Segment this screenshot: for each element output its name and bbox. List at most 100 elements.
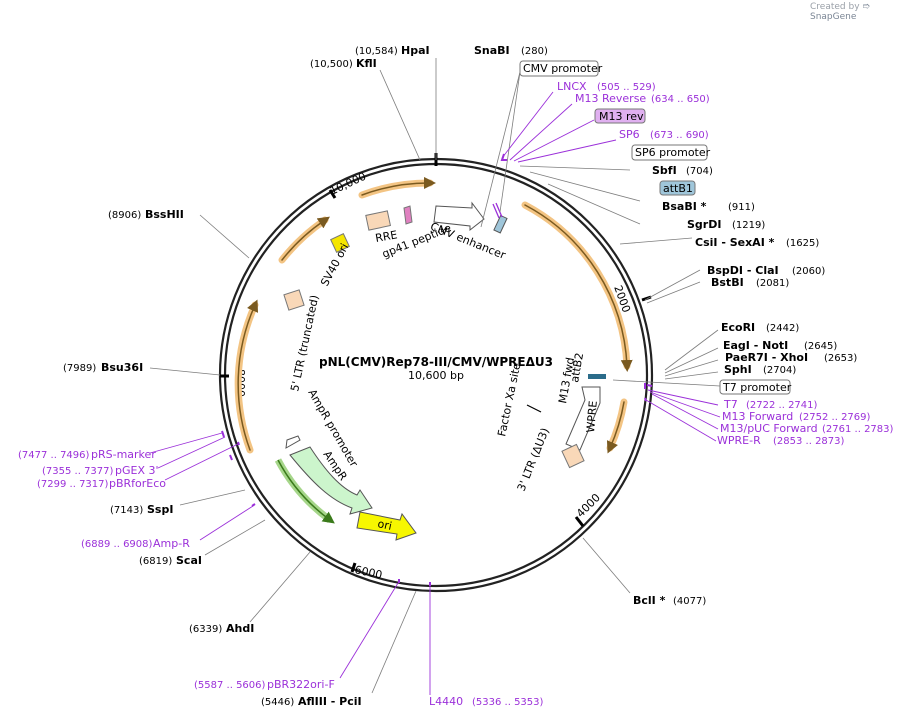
kfli-pos: (10,500) <box>310 59 353 70</box>
amp-r-name: Amp-R <box>153 537 190 550</box>
m13-reverse-name: M13 Reverse <box>575 92 646 105</box>
m13-rev-box <box>594 108 646 124</box>
attb1-box <box>659 180 696 196</box>
pbrforeco-pos: (7299 .. 7317) <box>37 479 109 490</box>
m13-puc-forward-name: M13/pUC Forward <box>720 422 818 435</box>
bstbi-pos: (2081) <box>756 278 789 289</box>
sp6-name: SP6 <box>619 128 640 141</box>
l4440-name: L4440 <box>429 695 463 708</box>
ahdi-pos: (6339) <box>189 624 222 635</box>
tick-6000: 6000 <box>353 563 383 582</box>
ecori-pos: (2442) <box>766 323 799 334</box>
sgrdi-pos: (1219) <box>732 220 765 231</box>
label-rre: RRE <box>374 228 398 245</box>
lncx-pos: (505 .. 529) <box>597 82 656 93</box>
snabi-pos: (280) <box>521 46 548 57</box>
wpre-r-pos: (2853 .. 2873) <box>773 436 845 447</box>
attb1-mark <box>493 214 508 234</box>
csii-pos: (1625) <box>786 238 819 249</box>
plasmid-size: 10,600 bp <box>408 369 464 382</box>
ltr5-box <box>283 289 305 311</box>
paer7i-pos: (2653) <box>824 353 857 364</box>
csii-name: CsiI - SexAI * <box>695 236 775 249</box>
mcs-marks <box>492 202 503 219</box>
ahdi-name: AhdI <box>226 622 254 635</box>
sp6-promoter-box <box>631 144 708 161</box>
label-factor-xa: Factor Xa site <box>495 362 523 438</box>
pgex3-name: pGEX 3' <box>115 464 159 477</box>
afliii-name: AflIII - PciI <box>298 695 362 708</box>
eagi-name: EagI - NotI <box>723 339 788 352</box>
bsshii-name: BssHII <box>145 208 184 221</box>
bspdi-pos: (2060) <box>792 266 825 277</box>
boxed-labels: CMV promoter M13 rev SP6 promoter attB1 … <box>519 60 792 395</box>
paer7i-name: PaeR7I - XhoI <box>725 351 808 364</box>
ecori-name: EcoRI <box>721 321 755 334</box>
sphi-name: SphI <box>724 363 752 376</box>
pbr322ori-f-pos: (5587 .. 5606) <box>194 680 266 691</box>
cmv-promoter-box <box>519 60 599 77</box>
m13-rev-label: M13 rev <box>599 110 644 123</box>
sp6-pos: (673 .. 690) <box>650 130 709 141</box>
scai-pos: (6819) <box>139 556 172 567</box>
factor-xa-mark <box>526 404 542 413</box>
lncx-name: LNCX <box>557 80 587 93</box>
enzyme-labels: (10,584) HpaI (10,500) KflI SnaBI (280) … <box>63 44 857 708</box>
amp-r-pos: (6889 .. 6908) <box>81 539 153 550</box>
pbr322ori-f-name: pBR322ori-F <box>267 678 335 691</box>
bsabi-name: BsaBI * <box>662 200 707 213</box>
gp41-box <box>403 205 413 225</box>
plasmid-title: pNL(CMV)Rep78-III/CMV/WPREΔU3 <box>319 355 553 369</box>
rre-box <box>365 210 392 231</box>
bsabi-pos: (911) <box>728 202 755 213</box>
cmv-enhancer-arrow <box>433 201 485 232</box>
label-wpre: WPRE <box>584 400 600 433</box>
ampr-arc <box>274 458 335 524</box>
t7-promoter-label: T7 promoter <box>722 381 792 394</box>
l4440-pos: (5336 .. 5353) <box>472 697 544 708</box>
attb2-mark <box>588 374 606 379</box>
bcli-name: BclI * <box>633 594 666 607</box>
bstbi-name: BstBI <box>711 276 744 289</box>
watermark-created-by: Created by <box>810 2 860 12</box>
watermark: Created by ➱ SnapGene <box>810 2 908 22</box>
pgex3-pos: (7355 .. 7377) <box>42 466 114 477</box>
snabi-name: SnaBI <box>474 44 510 57</box>
orange-arcs <box>234 176 633 454</box>
pbrforeco-name: pBRforEco <box>109 477 166 490</box>
t7-name: T7 <box>723 398 738 411</box>
bsu36i-pos: (7989) <box>63 363 96 374</box>
sspi-pos: (7143) <box>110 505 143 516</box>
label-ltr3: 3' LTR (ΔU3) <box>515 426 552 493</box>
hpai-pos: (10,584) <box>355 46 398 57</box>
prs-marker-pos: (7477 .. 7496) <box>18 450 90 461</box>
sp6-promoter-label: SP6 promoter <box>635 146 711 159</box>
scai-name: ScaI <box>176 554 202 567</box>
t7-promoter-box <box>719 379 791 395</box>
sbfi-name: SbfI <box>652 164 677 177</box>
label-ori: ori <box>376 517 393 533</box>
bcli-pos: (4077) <box>673 596 706 607</box>
snapgene-logo-icon: ➱ <box>862 2 870 12</box>
bsu36i-name: Bsu36I <box>101 361 143 374</box>
sv40-ori-box <box>330 233 350 253</box>
bsshii-pos: (8906) <box>108 210 141 221</box>
wpre-r-name: WPRE-R <box>717 434 761 447</box>
ltr3-box <box>561 443 585 469</box>
primer-labels: LNCX (505 .. 529) M13 Reverse (634 .. 65… <box>18 80 894 708</box>
leader-lines <box>149 58 721 694</box>
afliii-pos: (5446) <box>261 697 294 708</box>
sgrdi-name: SgrDI <box>687 218 721 231</box>
sspi-name: SspI <box>147 503 173 516</box>
kfli-name: KflI <box>356 57 377 70</box>
m13-forward-name: M13 Forward <box>722 410 793 423</box>
t7-pos: (2722 .. 2741) <box>746 400 818 411</box>
hpai-name: HpaI <box>401 44 430 57</box>
primer-lines <box>149 91 721 695</box>
m13-forward-pos: (2752 .. 2769) <box>799 412 871 423</box>
attb1-label: attB1 <box>663 182 693 195</box>
ori-arrow <box>356 511 417 541</box>
prs-marker-name: pRS-marker <box>91 448 156 461</box>
bspdi-name: BspDI - ClaI <box>707 264 779 277</box>
